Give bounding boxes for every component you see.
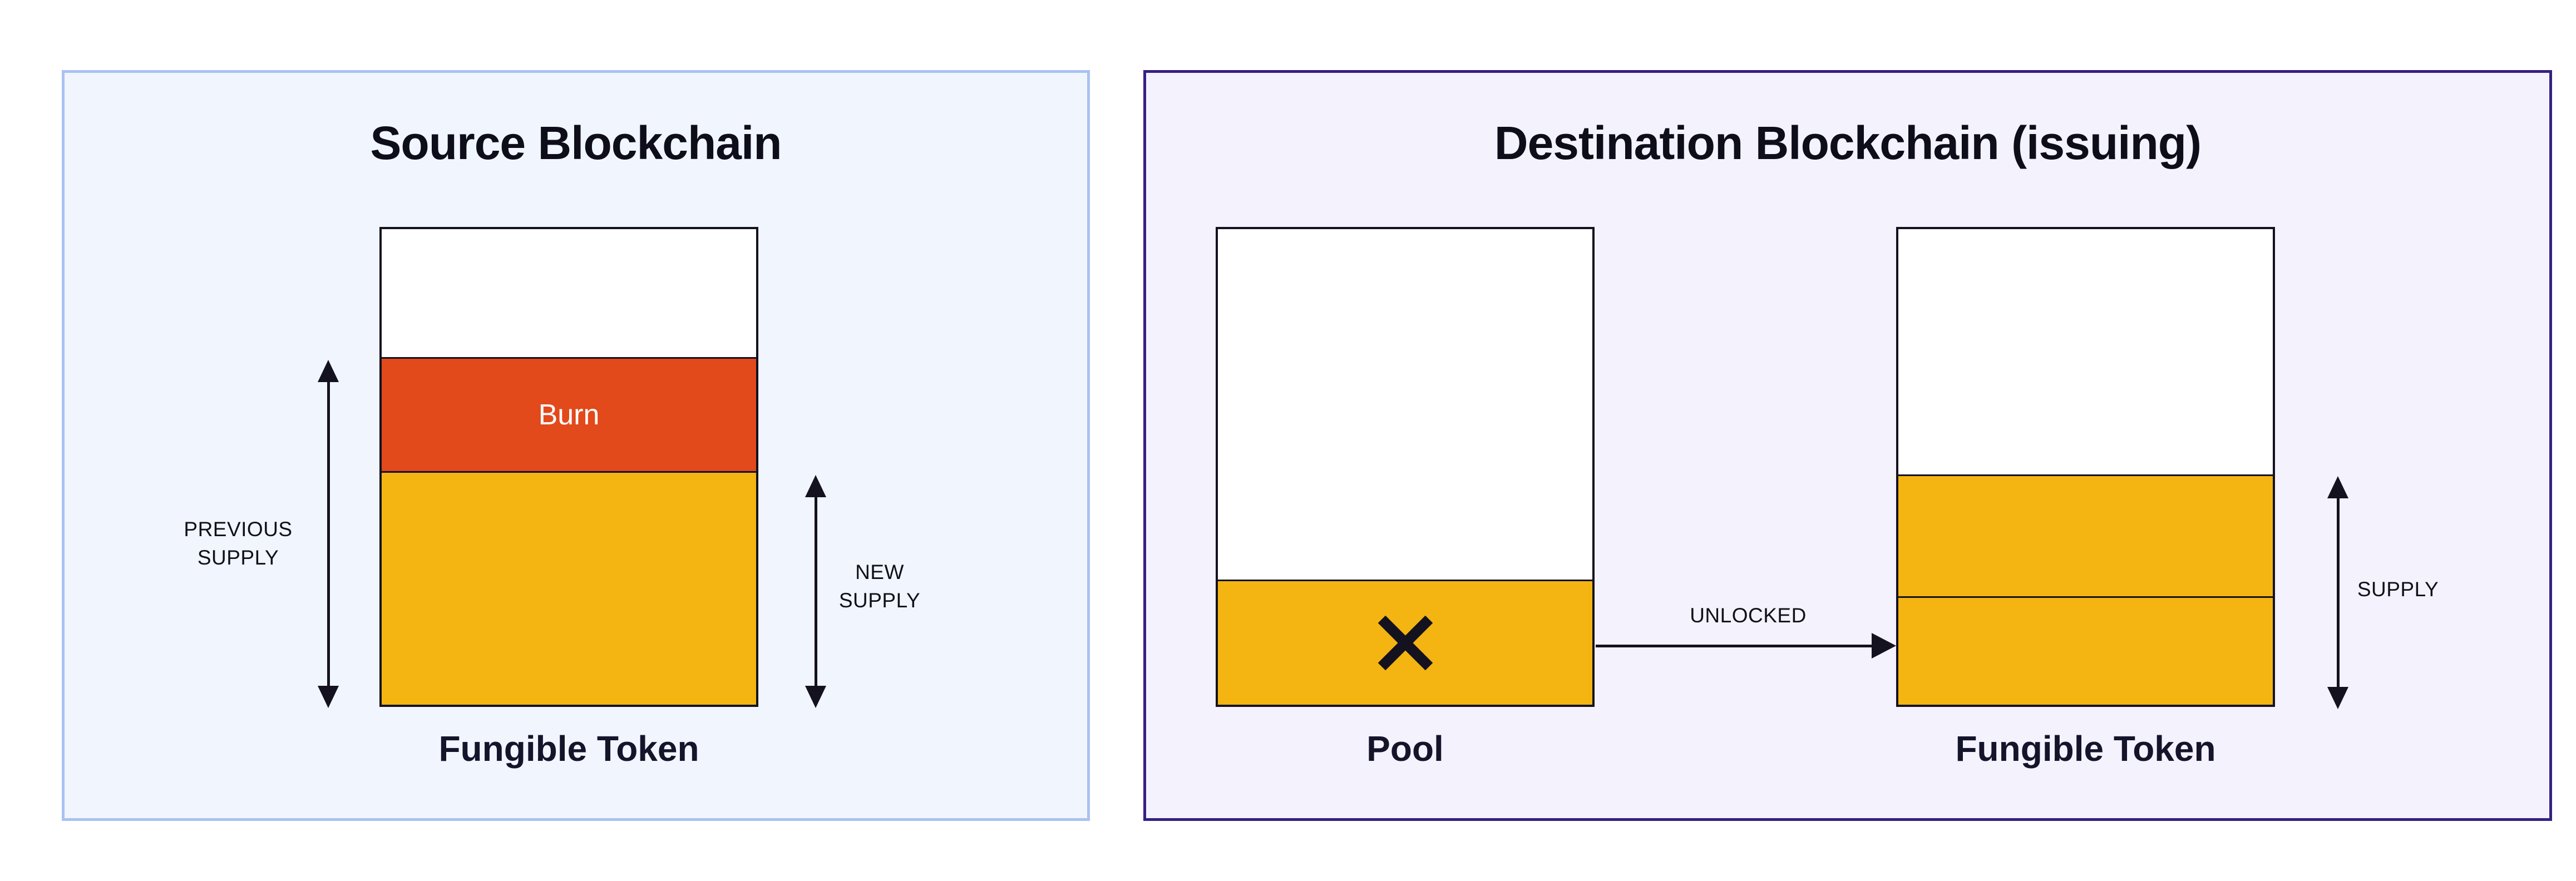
source-token-caption: Fungible Token: [438, 729, 699, 769]
arrow-shaft: [2336, 498, 2340, 687]
burn-segment: Burn: [382, 357, 756, 471]
pool-empty-segment: [1218, 229, 1592, 580]
source-remaining-supply-segment: [382, 471, 756, 705]
destination-token-bar: [1896, 227, 2275, 707]
arrow-up-head: [2327, 476, 2348, 498]
arrow-down-head: [2327, 687, 2348, 709]
pool-box: [1216, 227, 1595, 707]
arrow-shaft: [327, 382, 330, 686]
arrow-right-head: [1872, 633, 1896, 659]
new-supply-label: NEW SUPPLY: [838, 561, 921, 612]
destination-existing-supply-segment: [1898, 474, 2273, 596]
destination-panel-title: Destination Blockchain (issuing): [1494, 117, 2202, 169]
source-blockchain-panel: Source Blockchain Burn PREVIOUS SUPPLY N…: [62, 70, 1090, 821]
destination-token-caption: Fungible Token: [1955, 729, 2216, 769]
arrow-up-head: [318, 360, 339, 382]
previous-supply-label: PREVIOUS SUPPLY: [184, 518, 293, 570]
supply-label: SUPPLY: [2357, 578, 2439, 601]
x-mark-icon: [1378, 615, 1433, 671]
unlocked-label: UNLOCKED: [1690, 604, 1807, 627]
arrow-shaft: [1596, 644, 1872, 647]
pool-caption: Pool: [1366, 729, 1444, 769]
new-supply-arrow-icon: [805, 475, 826, 708]
arrow-down-head: [805, 686, 826, 708]
pool-locked-segment: [1218, 580, 1592, 705]
unlocked-arrow-icon: [1596, 633, 1896, 659]
destination-empty-segment: [1898, 229, 2273, 474]
destination-unlocked-supply-segment: [1898, 596, 2273, 705]
source-token-bar: Burn: [379, 227, 758, 707]
burn-segment-label: Burn: [538, 399, 600, 431]
arrow-shaft: [814, 497, 817, 686]
source-empty-segment: [382, 229, 756, 357]
arrow-down-head: [318, 686, 339, 708]
supply-arrow-icon: [2327, 476, 2348, 709]
destination-blockchain-panel: Destination Blockchain (issuing) Pool UN…: [1143, 70, 2552, 821]
source-panel-title: Source Blockchain: [370, 117, 782, 169]
previous-supply-arrow-icon: [318, 360, 339, 708]
arrow-up-head: [805, 475, 826, 497]
